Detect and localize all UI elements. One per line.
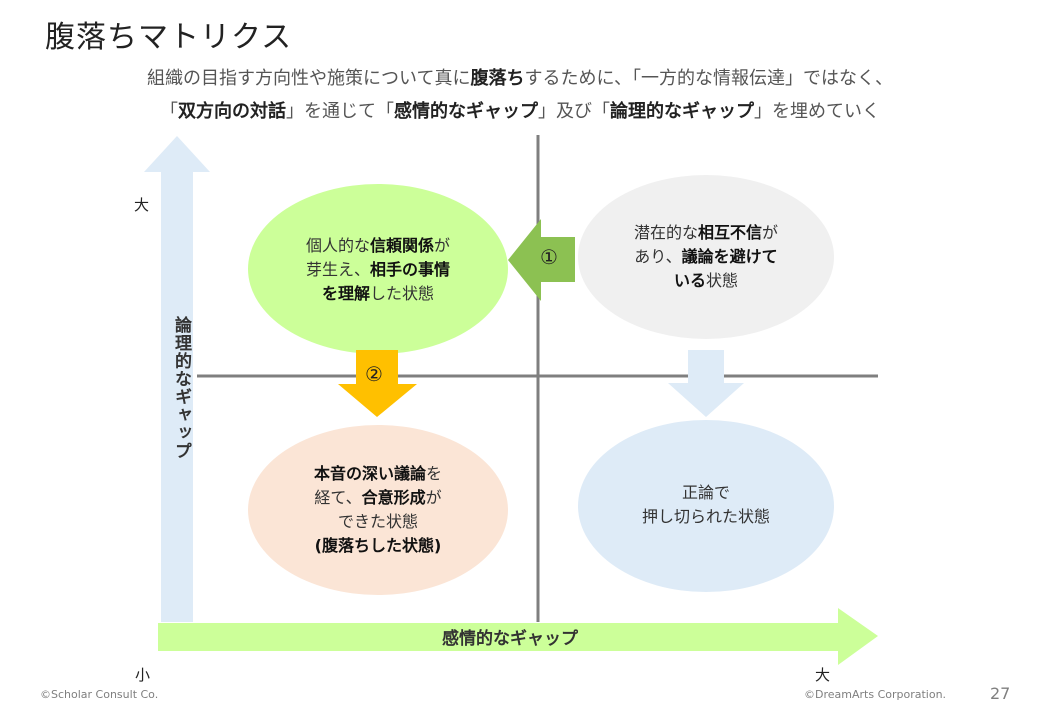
- y-high-label: 大: [134, 196, 150, 214]
- ellipse-top-right: [578, 175, 834, 339]
- emphasis-text: を理解: [321, 284, 370, 303]
- footer-right: ©DreamArts Corporation.: [804, 688, 947, 701]
- text-run: が: [762, 223, 779, 242]
- text-block: 潜在的な相互不信があり、議論を避けている状態: [634, 221, 778, 293]
- text-run: 「: [160, 101, 178, 122]
- origin-label: 小: [135, 666, 151, 684]
- emphasis-text: いる: [673, 271, 706, 290]
- x-axis-label: 感情的なギャップ: [442, 629, 578, 649]
- text-block: 本音の深い議論を経て、合意形成ができた状態(腹落ちした状態): [314, 462, 442, 558]
- text-run: するために、「一方的な情報伝達」ではなく、: [524, 68, 893, 89]
- text-run: 芽生え、: [305, 260, 370, 279]
- ellipse-bottom-right: [578, 420, 834, 592]
- text-line: あり、議論を避けて: [634, 245, 778, 269]
- text-run: を: [426, 464, 443, 483]
- footer-left: ©Scholar Consult Co.: [40, 688, 159, 701]
- text-run: した状態: [369, 284, 434, 303]
- y-axis-arrow: [144, 136, 210, 622]
- emphasis-text: 議論を避けて: [681, 247, 778, 266]
- text-block: 正論で押し切られた状態: [642, 481, 770, 529]
- text-run: 潜在的な: [633, 223, 698, 242]
- text-run: 個人的な: [305, 236, 370, 255]
- text-run: 組織の目指す方向性や施策について真に: [147, 68, 471, 89]
- text-run: が: [425, 488, 442, 507]
- quadrant-top-right-text: 潜在的な相互不信があり、議論を避けている状態: [586, 190, 826, 324]
- step2-marker: ②: [365, 362, 383, 386]
- emphasis-text: 論理的なギャップ: [610, 101, 754, 122]
- quadrant-bottom-left-text: 本音の深い議論を経て、合意形成ができた状態(腹落ちした状態): [258, 446, 498, 574]
- text-line: できた状態: [314, 510, 442, 534]
- text-run: あり、: [634, 247, 682, 266]
- text-block: 個人的な信頼関係が芽生え、相手の事情を理解した状態: [306, 234, 450, 306]
- x-high-label: 大: [815, 666, 831, 684]
- y-axis-label: 論理的なギャップ: [171, 316, 191, 460]
- quadrant-top-left-text: 個人的な信頼関係が芽生え、相手の事情を理解した状態: [258, 200, 498, 340]
- down-arrow: [668, 350, 744, 417]
- emphasis-text: 腹落ち: [470, 68, 525, 89]
- page-number: 27: [990, 684, 1011, 703]
- emphasis-text: 本音の深い議論: [313, 464, 426, 483]
- text-line: いる状態: [634, 269, 778, 293]
- text-run: できた状態: [337, 512, 418, 531]
- page-title: 腹落ちマトリクス: [45, 20, 293, 55]
- step2-arrow: [338, 350, 417, 417]
- text-run: 」を通じて「: [286, 101, 394, 122]
- emphasis-text: 相互不信: [697, 223, 762, 242]
- x-axis-arrow: [158, 608, 878, 665]
- text-line: 個人的な信頼関係が: [306, 234, 450, 258]
- emphasis-text: 合意形成: [361, 488, 426, 507]
- text-line: 潜在的な相互不信が: [634, 221, 778, 245]
- text-run: 正論で: [681, 483, 730, 502]
- emphasis-text: 信頼関係: [369, 236, 434, 255]
- text-line: 経て、合意形成が: [314, 486, 442, 510]
- text-run: 押し切られた状態: [641, 507, 770, 526]
- text-line: 押し切られた状態: [642, 505, 770, 529]
- step1-arrow: [508, 219, 575, 301]
- subtitle-line-1: 組織の目指す方向性や施策について真に腹落ちするために、「一方的な情報伝達」ではな…: [0, 64, 1040, 90]
- emphasis-text: (腹落ちした状態): [314, 536, 442, 555]
- emphasis-text: 感情的なギャップ: [394, 101, 538, 122]
- text-run: 経て、: [314, 488, 362, 507]
- emphasis-text: 双方向の対話: [178, 101, 286, 122]
- step1-marker: ①: [540, 245, 558, 269]
- ellipse-bottom-left: [248, 425, 508, 595]
- text-line: を理解した状態: [306, 282, 450, 306]
- text-run: 」及び「: [538, 101, 610, 122]
- ellipse-top-left: [248, 184, 508, 354]
- text-run: 状態: [705, 271, 738, 290]
- emphasis-text: 相手の事情: [369, 260, 450, 279]
- text-line: 芽生え、相手の事情: [306, 258, 450, 282]
- text-line: 本音の深い議論を: [314, 462, 442, 486]
- text-run: 」を埋めていく: [754, 101, 880, 122]
- text-line: 正論で: [642, 481, 770, 505]
- text-line: (腹落ちした状態): [314, 534, 442, 558]
- subtitle-line-2: 「双方向の対話」を通じて「感情的なギャップ」及び「論理的なギャップ」を埋めていく: [0, 97, 1040, 123]
- quadrant-bottom-right-text: 正論で押し切られた状態: [586, 470, 826, 540]
- text-run: が: [434, 236, 451, 255]
